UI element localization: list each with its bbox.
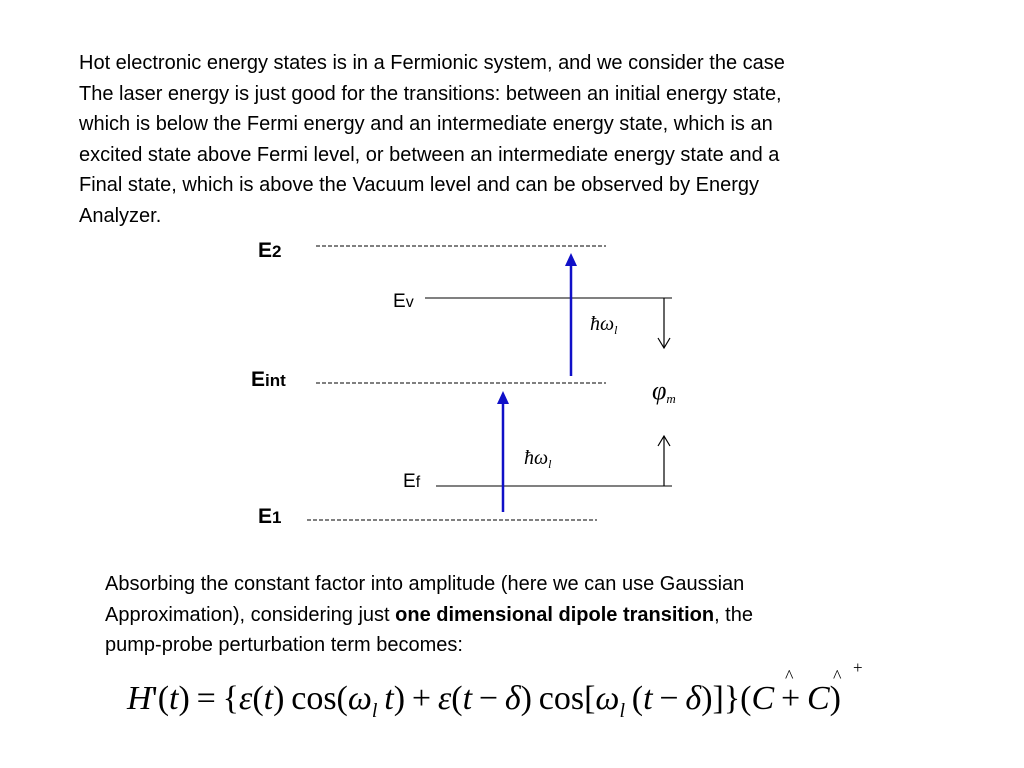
intro-line: excited state above Fermi level, or betw… [79,143,780,166]
creation-hat: ^ [833,666,842,686]
work-function-down-arrowhead [657,337,671,350]
e1-label: E1 [258,505,282,528]
lower-photon-energy-label: ħωl [524,447,552,471]
intro-line: Hot electronic energy states is in a Fer… [79,52,785,74]
ev-label: Ev [393,291,414,312]
perturbation-formula: H'(t) = {ε(t) cos(ωl t) + ε(t − δ) cos[ω… [127,680,841,723]
absorb-line: Absorbing the constant factor into ampli… [105,573,745,595]
absorb-line: Approximation), considering just one dim… [105,600,965,631]
work-function-label: φm [652,376,676,406]
e2-label: E2 [258,239,282,262]
intro-paragraph: Hot electronic energy states is in a Fer… [79,48,1009,231]
absorb-line: pump-probe perturbation term becomes: [105,634,463,656]
eint-label: Eint [251,368,286,391]
annihilation-hat: ^ [785,666,794,686]
upper-photon-energy-label: ħωl [590,313,618,337]
work-function-up-arrowhead [657,434,671,447]
intro-line: The laser energy is just good for the tr… [79,82,782,105]
intro-line: Final state, which is above the Vacuum l… [79,174,760,196]
lower-photon-arrowhead [497,391,509,404]
absorb-text: Approximation), considering just [105,603,396,626]
upper-photon-arrowhead [565,253,577,266]
formula-text: H'(t) = {ε(t) cos(ωl t) + ε(t − δ) cos[ω… [127,680,841,722]
absorb-paragraph: Absorbing the constant factor into ampli… [105,569,965,661]
dagger-mark: + [853,658,863,677]
absorb-text: , the [714,603,753,626]
intro-line: Analyzer. [79,204,162,227]
intro-line: which is below the Fermi energy and an i… [79,113,773,135]
emphasis-text: one dimensional dipole transition [395,603,715,626]
ef-label: Ef [403,471,421,492]
